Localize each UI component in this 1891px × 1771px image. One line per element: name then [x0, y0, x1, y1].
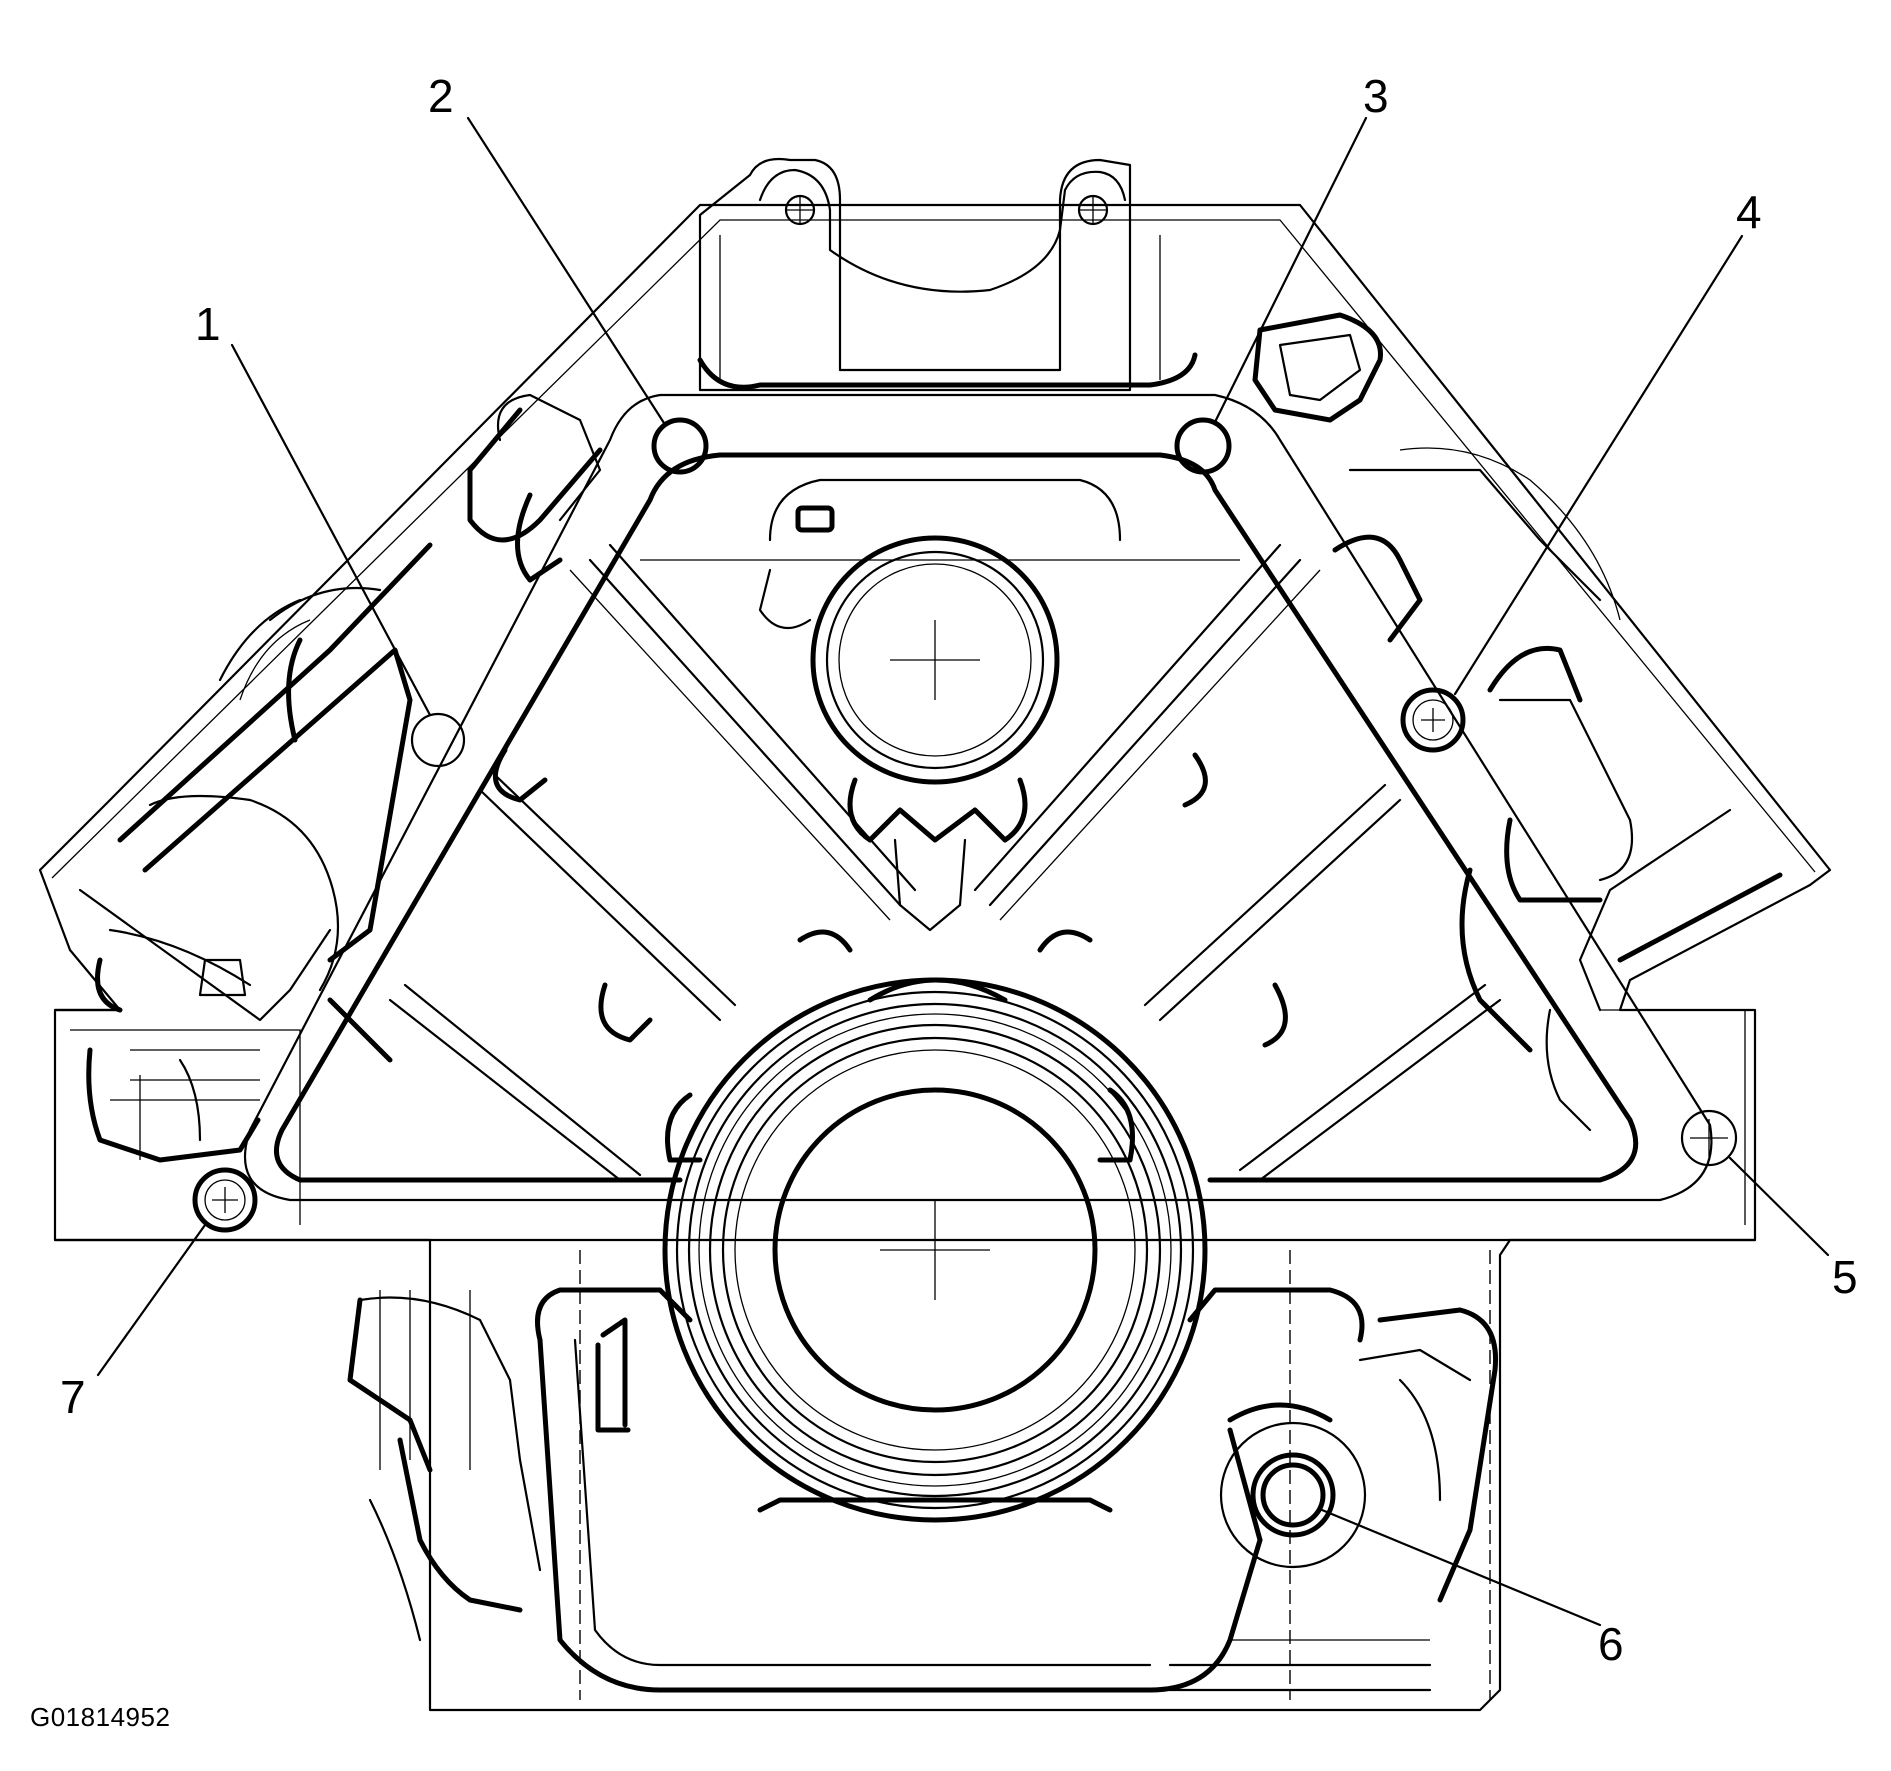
callout-3: 3 — [1363, 70, 1389, 122]
callout-1: 1 — [195, 298, 221, 350]
crankshaft-bore — [662, 977, 1208, 1523]
callout-6: 6 — [1598, 1618, 1624, 1670]
block-outline — [38, 157, 1832, 1712]
hole-6 — [1219, 1421, 1367, 1569]
leader-line-7 — [96, 1223, 207, 1377]
camshaft-bore — [758, 478, 1122, 953]
callout-2: 2 — [428, 70, 454, 122]
leader-line-2 — [466, 116, 666, 425]
hole-2 — [651, 417, 709, 475]
leader-line-1 — [230, 343, 432, 717]
leader-line-5 — [1728, 1156, 1830, 1257]
leader-line-3 — [1213, 116, 1368, 424]
leader-line-4 — [1453, 234, 1744, 696]
main-cap — [347, 1250, 1499, 1700]
hole-7 — [192, 1167, 258, 1233]
hole-5 — [1680, 1109, 1738, 1167]
left-bank — [78, 393, 603, 1163]
hole-4 — [1400, 687, 1466, 753]
callout-5: 5 — [1832, 1251, 1858, 1303]
callout-4: 4 — [1736, 186, 1762, 238]
hole-1 — [410, 712, 466, 768]
figure-code: G01814952 — [30, 1702, 171, 1732]
cylinder-diagonals — [388, 543, 1502, 1182]
callout-labels: 1 2 3 4 5 6 7 — [60, 70, 1858, 1670]
hole-3 — [1174, 417, 1232, 475]
right-bank — [1252, 312, 1783, 1132]
leader-line-6 — [1320, 1508, 1602, 1627]
leader-lines — [96, 116, 1830, 1627]
valley-frame — [243, 393, 1713, 1202]
holes — [192, 417, 1738, 1569]
callout-7: 7 — [60, 1371, 86, 1423]
